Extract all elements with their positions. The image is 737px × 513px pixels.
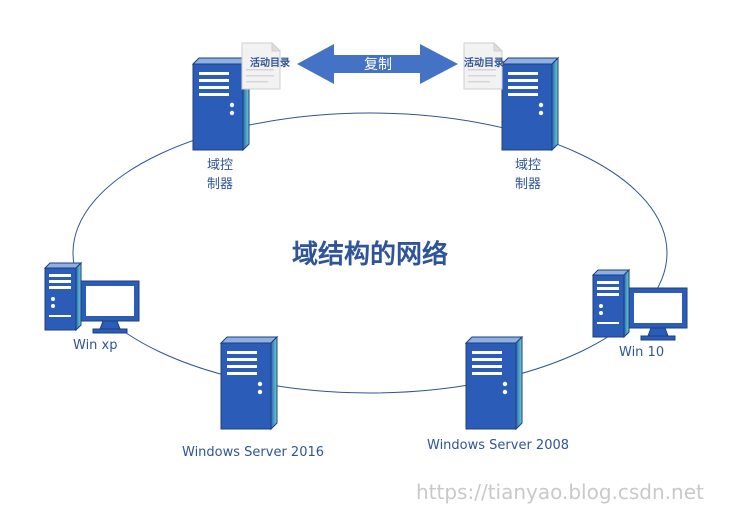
server-2008-icon <box>465 336 523 430</box>
active-directory-label-left: 活动目录 <box>250 58 290 69</box>
domain-controller-left-server-icon <box>192 57 250 151</box>
network-ring <box>72 112 668 394</box>
win10-workstation-icon <box>592 269 688 341</box>
watermark-text: https://tianyao.blog.csdn.net <box>416 480 704 504</box>
server-2008-label: Windows Server 2008 <box>427 438 570 453</box>
server-2016-icon <box>220 336 278 430</box>
server-2016-label: Windows Server 2016 <box>182 445 325 460</box>
domain-controller-right-label: 域控 制器 <box>498 154 558 192</box>
winxp-workstation-icon <box>44 262 140 334</box>
domain-controller-left-line1: 域控 <box>206 158 233 173</box>
domain-controller-right-server-icon <box>501 57 559 151</box>
win10-label: Win 10 <box>619 345 665 360</box>
domain-controller-right-line1: 域控 <box>514 158 541 173</box>
diagram-title: 域结构的网络 <box>291 240 448 270</box>
domain-controller-left-line2: 制器 <box>206 177 233 192</box>
active-directory-label-right: 活动目录 <box>464 58 504 69</box>
replication-arrow <box>297 44 458 84</box>
domain-controller-right-line2: 制器 <box>514 177 541 192</box>
domain-controller-left-label: 域控 制器 <box>190 154 250 192</box>
replication-label: 复制 <box>364 57 392 73</box>
winxp-label: Win xp <box>73 338 118 353</box>
